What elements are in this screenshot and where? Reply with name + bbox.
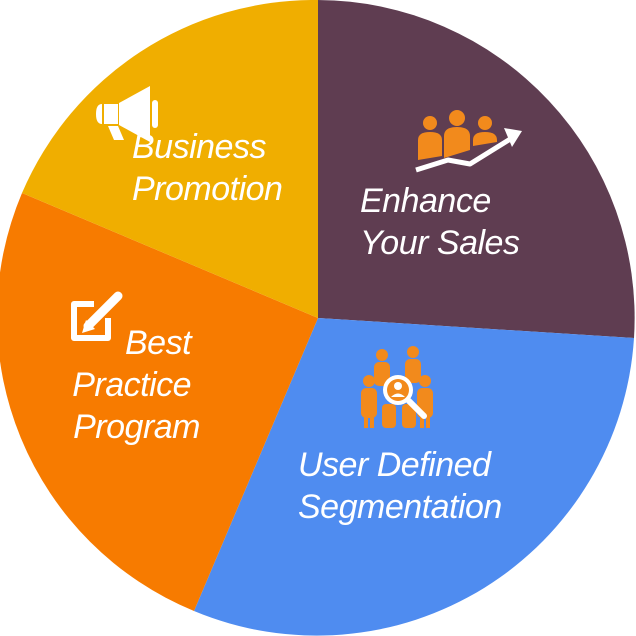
label-enhance-sales: Enhance Your Sales (360, 182, 520, 262)
segment-enhance-sales (318, 0, 635, 338)
label-business-promotion: Business Promotion (132, 128, 282, 208)
edit-icon (71, 291, 123, 341)
label-best-practice: Best Practice Program (72, 324, 200, 446)
segment-business-promotion (22, 0, 318, 318)
user-search-icon (361, 346, 433, 428)
sales-growth-icon (415, 110, 522, 173)
label-user-segmentation: User Defined Segmentation (298, 446, 502, 526)
segment-user-segmentation (194, 318, 634, 636)
segment-best-practice (0, 193, 318, 611)
megaphone-icon (96, 86, 158, 142)
